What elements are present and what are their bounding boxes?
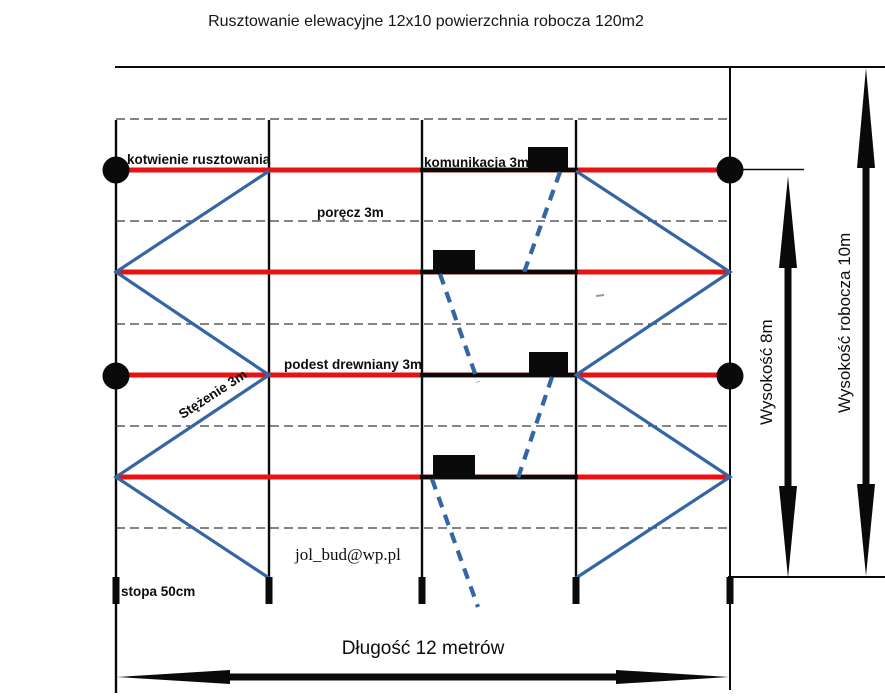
ladder-dashed — [515, 376, 554, 482]
height-8m-label: Wysokość 8m — [757, 319, 776, 425]
anchor-label: kotwienie rusztowania — [127, 152, 271, 167]
guardrail-label: poręcz 3m — [317, 205, 384, 220]
base-foot — [265, 577, 273, 604]
platform-label: podest drewniany 3m — [284, 357, 423, 372]
base-label: stopa 50cm — [121, 584, 196, 599]
email-text: jol_bud@wp.pl — [295, 545, 401, 564]
height-10m-arrow — [857, 68, 875, 576]
length-12m-arrow — [117, 670, 729, 684]
anchor-dot — [716, 362, 744, 390]
length-label: Długość 12 metrów — [341, 638, 505, 659]
hatch-block — [528, 147, 568, 168]
ladder-dashed — [430, 478, 480, 608]
hatch-block — [433, 250, 475, 270]
ladder-dashed — [438, 273, 480, 383]
anchor-dot — [102, 362, 130, 390]
access-label: komunikacja 3m — [424, 155, 530, 170]
bracing-diagonal-right — [573, 169, 733, 580]
hatch-block — [433, 455, 475, 475]
base-foot — [418, 577, 426, 604]
stray-mark — [595, 294, 605, 297]
anchor-dot — [716, 156, 744, 184]
bracing-diagonal-left — [113, 169, 272, 580]
base-foot — [572, 577, 580, 604]
height-10m-label: Wysokość robocza 10m — [835, 232, 854, 413]
base-foot — [726, 577, 734, 604]
anchor-dot — [102, 156, 130, 184]
diagram-title: Rusztowanie elewacyjne 12x10 powierzchni… — [208, 13, 644, 30]
height-8m-arrow — [779, 176, 797, 578]
base-foot — [112, 577, 120, 604]
ladder-dashed — [520, 171, 562, 279]
hatch-block — [529, 352, 568, 373]
